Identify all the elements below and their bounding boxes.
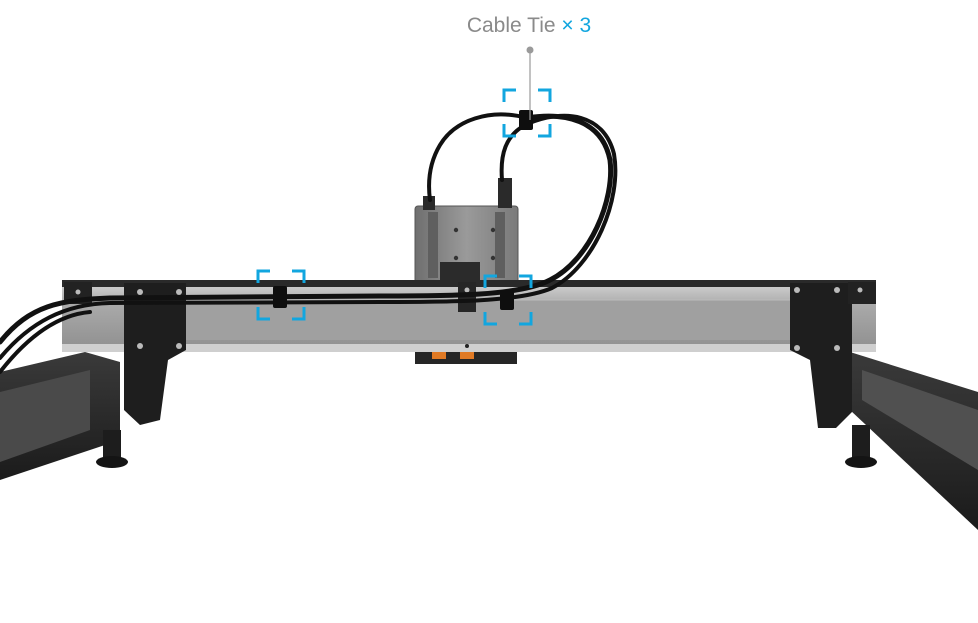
cable-tie-3 — [519, 110, 533, 130]
cable-bundle — [0, 112, 618, 374]
cable-tie-1 — [273, 286, 287, 308]
left-foot — [96, 430, 128, 468]
left-side-rail — [0, 352, 120, 480]
right-bracket — [790, 282, 876, 428]
highlight-bracket-top — [502, 88, 552, 138]
highlight-bracket-right — [483, 274, 533, 326]
callout-pointer — [526, 46, 534, 120]
right-side-rail — [850, 352, 978, 530]
right-foot — [845, 425, 877, 468]
callout-label: Cable Tie × 3 — [0, 14, 978, 38]
laser-module — [414, 178, 519, 364]
callout-part-name: Cable Tie — [466, 14, 556, 37]
callout-quantity: × 3 — [561, 14, 592, 37]
cable-tie-2 — [500, 290, 514, 310]
highlight-bracket-left — [256, 269, 306, 321]
